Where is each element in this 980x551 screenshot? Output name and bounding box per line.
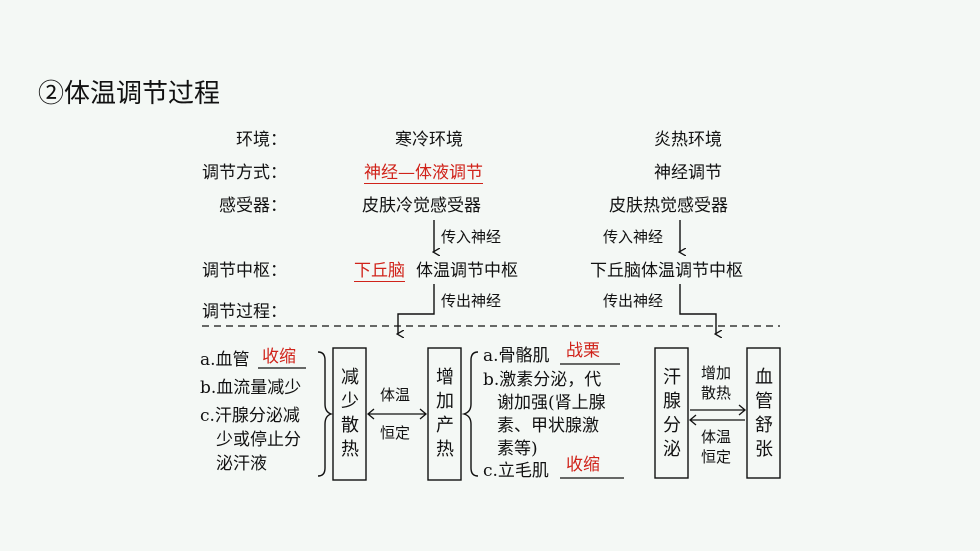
center-label: 调节中枢： xyxy=(202,261,287,281)
hot-efferent-line xyxy=(679,284,716,334)
cold-center: 体温调节中枢 xyxy=(416,261,518,281)
cold-right-a-prefix: a.骨骼肌 xyxy=(483,346,550,366)
hot-center: 下丘脑体温调节中枢 xyxy=(590,261,743,281)
cold-left-c2: 少或停止分 xyxy=(216,430,301,450)
cold-right-b3: 素、甲状腺激 xyxy=(497,416,599,436)
left-brace xyxy=(317,351,334,477)
receptor-label: 感受器： xyxy=(219,196,287,216)
cold-right-b1: b.激素分泌，代 xyxy=(483,370,602,390)
hot-efferent-label: 传出神经 xyxy=(603,292,664,310)
cold-right-c-answer: 收缩 xyxy=(566,455,600,475)
cold-right-b2: 谢加强(肾上腺 xyxy=(497,393,606,413)
cold-left-a-prefix: a.血管 xyxy=(200,350,250,370)
cold-left-a-answer: 收缩 xyxy=(262,347,296,367)
cold-left-c1: c.汗腺分泌减 xyxy=(200,406,300,426)
hot-afferent-label: 传入神经 xyxy=(603,228,664,246)
sweat-box xyxy=(654,347,689,479)
cold-efferent-line xyxy=(398,284,435,334)
cold-left-b: b.血流量减少 xyxy=(200,378,302,398)
cold-efferent-label: 传出神经 xyxy=(441,292,502,310)
vessel-dilate-text: 血管舒张 xyxy=(755,367,773,460)
vessel-dilate-box xyxy=(746,347,781,479)
right-brace xyxy=(461,351,479,477)
cold-receptor: 皮肤冷觉感受器 xyxy=(362,196,481,216)
hot-env: 炎热环境 xyxy=(654,130,722,150)
cold-constant-top: 体温 xyxy=(380,386,411,404)
hot-receptor: 皮肤热觉感受器 xyxy=(609,196,728,216)
mode-label: 调节方式： xyxy=(202,163,287,183)
increase-production-box xyxy=(427,347,462,481)
cold-constant-bottom: 恒定 xyxy=(380,424,411,442)
cold-right-b4: 素等) xyxy=(497,439,538,459)
hot-increase-bottom: 散热 xyxy=(701,384,732,402)
env-label: 环境： xyxy=(236,130,287,150)
process-label: 调节过程： xyxy=(202,302,287,322)
cold-env: 寒冷环境 xyxy=(395,130,463,150)
page-title: ②体温调节过程 xyxy=(38,79,221,109)
cold-left-c3: 泌汗液 xyxy=(216,454,267,474)
cold-right-c-prefix: c.立毛肌 xyxy=(483,461,549,481)
cold-mode: 神经—体液调节 xyxy=(364,163,483,184)
increase-production-text: 增加产热 xyxy=(436,367,454,460)
reduce-heat-text: 减少散热 xyxy=(341,367,359,460)
cold-afferent-label: 传入神经 xyxy=(441,228,502,246)
cold-right-a-answer: 战栗 xyxy=(566,341,600,361)
sweat-text: 汗腺分泌 xyxy=(663,367,681,460)
hot-mode: 神经调节 xyxy=(654,163,722,183)
cold-center-answer: 下丘脑 xyxy=(354,261,405,282)
hot-constant-bottom: 恒定 xyxy=(701,448,732,466)
hot-constant-top: 体温 xyxy=(701,428,732,446)
hot-increase-top: 增加 xyxy=(701,364,732,382)
